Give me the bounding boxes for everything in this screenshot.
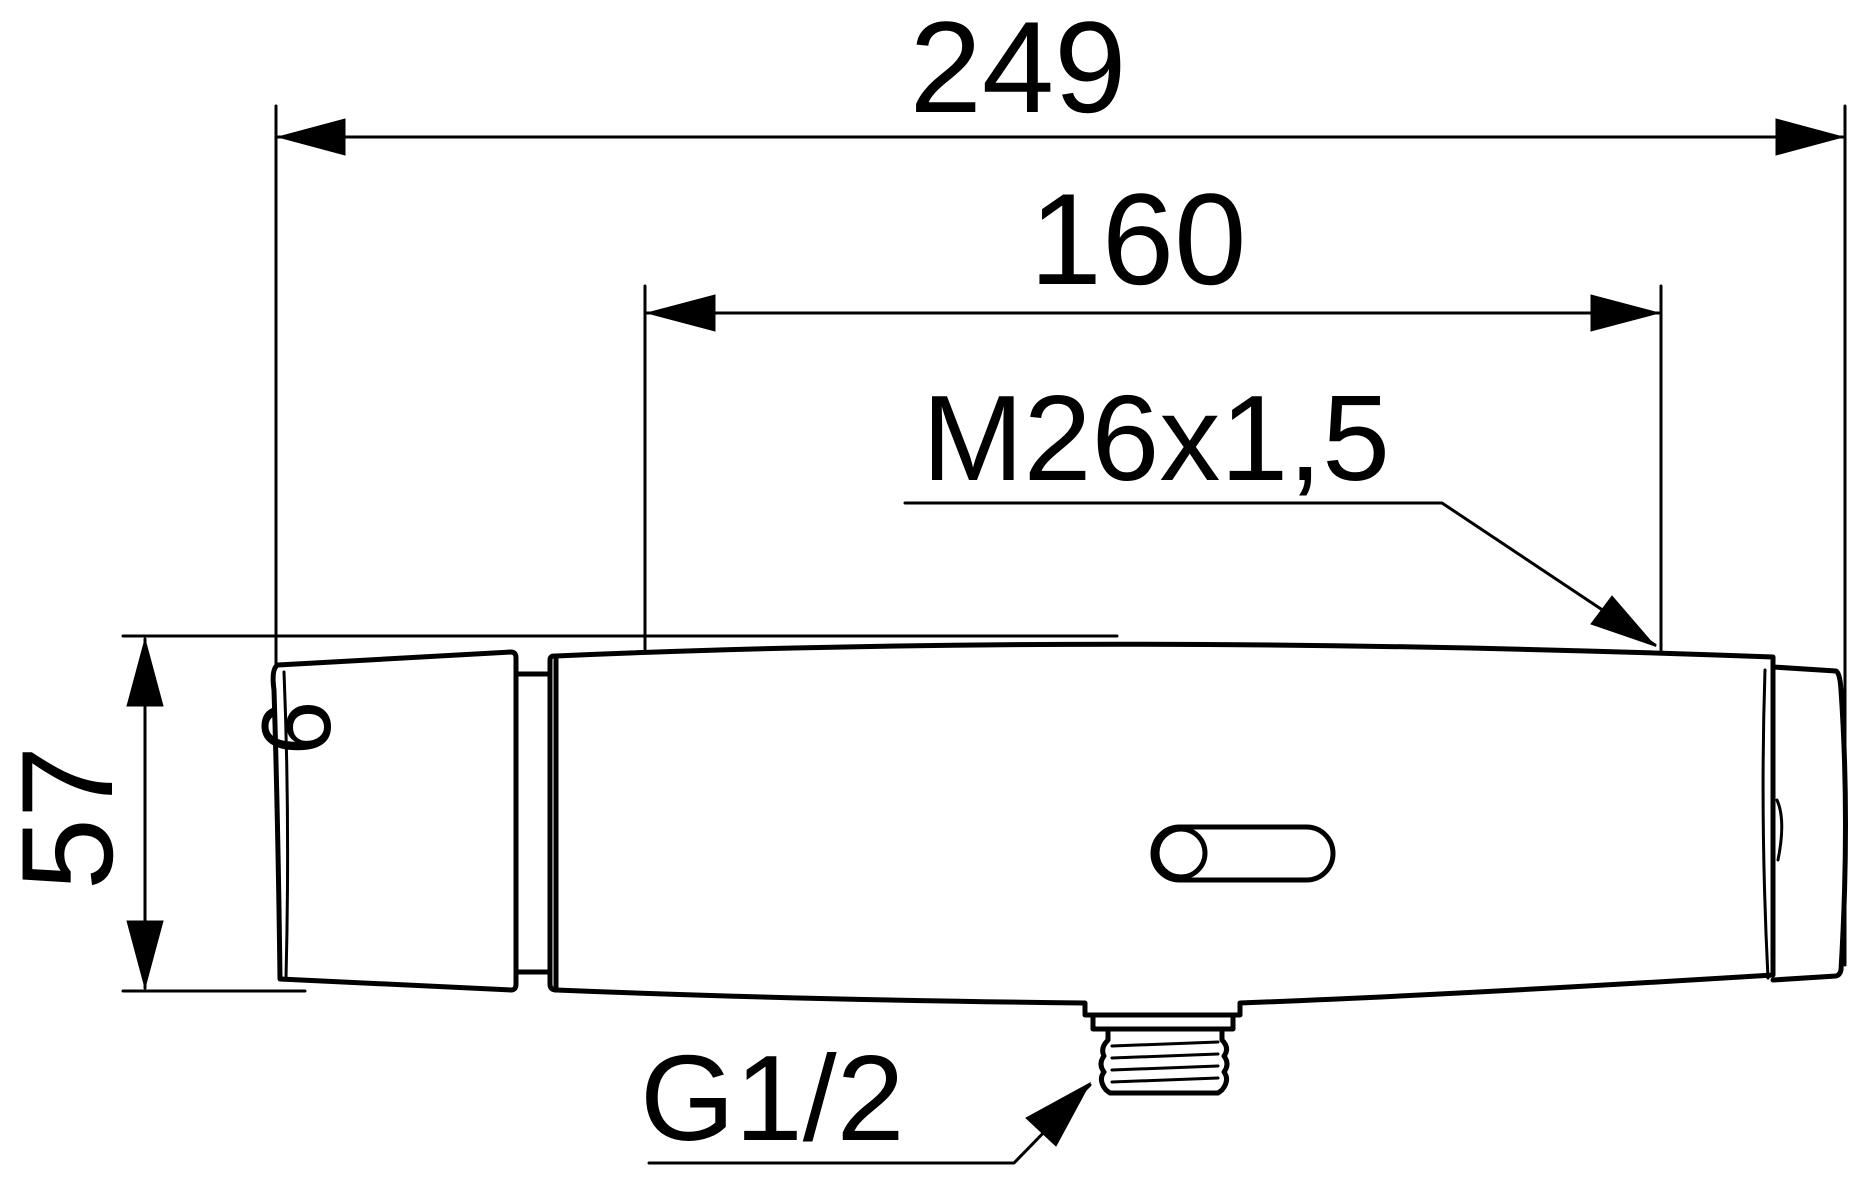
indicator-dot [1154,826,1208,880]
callout-spout-thread: M26x1,5 [903,370,1657,648]
thread-line [1110,1052,1220,1060]
handle-temperature-mark: 6 [241,701,351,756]
right-cap-outline [1770,664,1848,983]
main-body-outline [553,641,1776,1018]
indicator-slot [1150,824,1336,883]
thread-line [1110,1064,1220,1072]
spout-length-label: 160 [1030,166,1247,312]
temperature-indicator-slot [1150,824,1336,883]
dimension-height: 57 [0,634,1119,993]
spout-thread-label: M26x1,5 [922,370,1390,506]
arrowhead-bottom [126,920,164,990]
right-cap-knurl [1775,798,1784,862]
inlet-threaded-body [1098,1026,1230,1096]
arrowhead-right [1590,294,1661,332]
callout-inlet-thread: G1/2 [640,1030,1092,1166]
inlet-fitting [1090,1012,1236,1096]
dimension-overall-length: 249 [274,0,1847,967]
thread-line [1110,1076,1220,1084]
height-label: 57 [0,746,140,891]
arrowhead-top [126,637,164,707]
leader-arrowhead [1590,595,1657,648]
handle-edge-curve [282,670,290,980]
thermostat-body: 6 [241,641,1848,1096]
arrowhead-left [645,294,716,332]
thread-line [1110,1040,1220,1048]
right-cap-inner-curve [1761,668,1770,980]
inlet-nut [1090,1012,1236,1032]
overall-length-label: 249 [910,0,1127,140]
arrowhead-right [1775,118,1845,156]
inlet-thread-label: G1/2 [640,1030,905,1166]
leader-arrowhead [1025,1081,1092,1147]
dimension-spout-length: 160 [643,166,1663,652]
leader-line-spout [903,501,1657,647]
arrowhead-left [276,118,346,156]
